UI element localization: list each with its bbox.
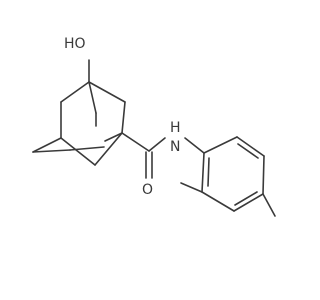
amide-hydrogen-label: H — [170, 120, 181, 136]
molecule-structure: HO H N O — [32, 36, 276, 217]
aromatic-inner-bond — [237, 143, 259, 159]
amide-linkage — [121, 132, 205, 179]
bond — [262, 155, 265, 195]
bond — [233, 193, 264, 212]
bond — [184, 137, 205, 154]
bond — [88, 81, 126, 103]
bond — [88, 81, 97, 114]
bond — [201, 191, 235, 212]
dimethylphenyl-ring — [180, 136, 276, 217]
carbonyl-oxygen-label: O — [142, 182, 153, 198]
adamantane-cage — [32, 59, 126, 166]
bond — [121, 132, 150, 152]
bond — [121, 101, 126, 134]
bond — [203, 136, 238, 154]
methyl-bond — [262, 193, 276, 217]
bond — [236, 136, 265, 157]
bond — [148, 137, 166, 152]
amide-nitrogen-label: N — [170, 139, 180, 155]
bond — [94, 132, 123, 166]
bond — [69, 146, 105, 151]
atom-labels: HO H N O — [64, 36, 181, 198]
methyl-bond — [180, 182, 203, 193]
bond — [60, 137, 96, 166]
bond — [201, 152, 205, 193]
molecule-canvas: HO H N O — [32, 36, 276, 217]
aromatic-inner-bond — [207, 157, 210, 187]
bond — [60, 81, 90, 103]
bond — [104, 132, 123, 142]
bond — [32, 149, 71, 153]
aromatic-inner-bond — [234, 191, 258, 206]
bond — [32, 137, 62, 153]
hydroxyl-label: HO — [64, 36, 86, 52]
